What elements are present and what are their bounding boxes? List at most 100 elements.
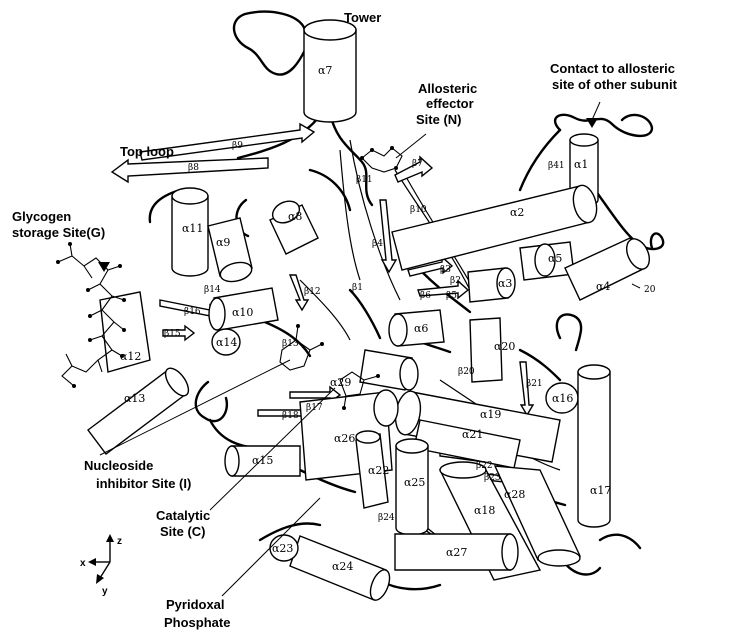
helix-a5 bbox=[519, 241, 575, 281]
label-a20: α20 bbox=[494, 340, 515, 353]
label-b7: β7 bbox=[412, 159, 423, 169]
top-loop-label: Top loop bbox=[120, 144, 174, 159]
pyridoxal-label-line2: Phosphate bbox=[164, 615, 230, 630]
label-b2: β2 bbox=[450, 276, 461, 286]
label-b16: β16 bbox=[184, 307, 201, 317]
label-b1: β1 bbox=[352, 283, 363, 293]
label-b14: β14 bbox=[204, 285, 221, 295]
helix-a20 bbox=[469, 317, 503, 383]
label-a17: α17 bbox=[590, 484, 611, 497]
label-a7: α7 bbox=[318, 64, 332, 77]
pyridoxal-label: Pyridoxal bbox=[166, 597, 225, 612]
helix-a19 bbox=[394, 390, 561, 463]
label-a16: α16 bbox=[552, 392, 573, 405]
glycogen-ligand bbox=[56, 242, 126, 388]
label-a1: α1 bbox=[574, 158, 588, 171]
helix-a6 bbox=[388, 309, 445, 347]
label-a28: α28 bbox=[504, 488, 525, 501]
label-b8: β8 bbox=[188, 163, 199, 173]
label-a12: α12 bbox=[120, 350, 141, 363]
allosteric-label-line2: effector bbox=[426, 96, 474, 111]
helices bbox=[87, 19, 651, 601]
nucleoside-label: Nucleoside bbox=[84, 458, 153, 473]
label-a8: α8 bbox=[288, 210, 302, 223]
label-b11: β11 bbox=[356, 175, 373, 185]
nucleoside-ligand bbox=[279, 324, 324, 371]
axis-y-label: y bbox=[102, 586, 108, 597]
allosteric-ligand bbox=[360, 146, 403, 173]
contact-label: Contact to allosteric bbox=[550, 61, 675, 76]
allosteric-label-line3: Site (N) bbox=[416, 112, 462, 127]
label-a3: α3 bbox=[498, 277, 512, 290]
label-a2: α2 bbox=[510, 206, 524, 219]
catalytic-label-line2: Site (C) bbox=[160, 524, 206, 539]
label-b23: β23 bbox=[484, 473, 501, 483]
label-a10: α10 bbox=[232, 306, 253, 319]
label-b24: β24 bbox=[378, 513, 395, 523]
helix-a11 bbox=[171, 187, 209, 277]
glycogen-label-line2: storage Site(G) bbox=[12, 225, 105, 240]
label-a9: α9 bbox=[216, 236, 230, 249]
helix-a15 bbox=[224, 445, 301, 477]
site-labels: Tower Contact to allosteric site of othe… bbox=[12, 10, 678, 630]
label-a6: α6 bbox=[414, 322, 428, 335]
label-a27: α27 bbox=[446, 546, 467, 559]
label-b15: β15 bbox=[164, 329, 181, 339]
label-b22: β22 bbox=[476, 461, 493, 471]
label-a25: α25 bbox=[404, 476, 425, 489]
label-b13: β13 bbox=[282, 339, 299, 349]
label-b17: β17 bbox=[306, 403, 323, 413]
label-b4: β4 bbox=[372, 239, 383, 249]
helix-a13 bbox=[87, 367, 190, 455]
label-b9: β9 bbox=[232, 141, 243, 151]
label-a23: α23 bbox=[272, 542, 293, 555]
label-a11: α11 bbox=[182, 222, 203, 235]
residue-20-label: 20 bbox=[644, 285, 656, 295]
strand-b9-arrow bbox=[139, 122, 316, 161]
catalytic-label: Catalytic bbox=[156, 508, 210, 523]
helix-a17 bbox=[577, 364, 611, 528]
helix-a2 bbox=[391, 184, 598, 271]
helix-a12 bbox=[99, 291, 151, 373]
label-b41: β41 bbox=[548, 161, 565, 171]
label-a4: α4 bbox=[596, 280, 610, 293]
allosteric-label: Allosteric bbox=[418, 81, 477, 96]
nucleoside-label-line2: inhibitor Site (I) bbox=[96, 476, 191, 491]
leader-lines bbox=[98, 101, 641, 597]
label-a14: α14 bbox=[216, 336, 237, 349]
helix-a8 bbox=[269, 200, 319, 255]
helix-a28 bbox=[493, 465, 582, 567]
label-a29: α29 bbox=[330, 376, 351, 389]
label-a24: α24 bbox=[332, 560, 353, 573]
label-a19: α19 bbox=[480, 408, 501, 421]
helix-labels: α7 α1 α2 α3 α4 α5 α6 α8 α9 α10 α11 α12 α… bbox=[120, 64, 611, 573]
label-b5: β5 bbox=[446, 291, 457, 301]
helix-a4 bbox=[564, 237, 651, 301]
helix-a22 bbox=[355, 430, 389, 509]
contact-label-line2: site of other subunit bbox=[552, 77, 678, 92]
label-b20: β20 bbox=[458, 367, 475, 377]
tower-label: Tower bbox=[344, 10, 381, 25]
glycogen-label: Glycogen bbox=[12, 209, 71, 224]
label-b6: β6 bbox=[420, 291, 431, 301]
label-a15: α15 bbox=[252, 454, 273, 467]
helix-a3 bbox=[467, 267, 516, 303]
label-a5: α5 bbox=[548, 252, 562, 265]
helix-a9 bbox=[207, 217, 253, 283]
strand-labels: β1 β2 β3 β4 β5 β6 β7 β8 β9 β10 β11 β12 β… bbox=[164, 141, 565, 523]
label-a21: α21 bbox=[462, 428, 483, 441]
label-b10: β10 bbox=[410, 205, 427, 215]
helix-a29 bbox=[359, 349, 419, 391]
label-b12: β12 bbox=[304, 287, 321, 297]
label-a18: α18 bbox=[474, 504, 495, 517]
catalytic-ligand bbox=[339, 371, 380, 410]
helix-a10 bbox=[208, 287, 279, 331]
axis-x-label: x bbox=[80, 558, 86, 569]
axis-z-label: z bbox=[117, 536, 122, 547]
label-a13: α13 bbox=[124, 392, 145, 405]
label-b3: β3 bbox=[440, 265, 451, 275]
tower-loop bbox=[232, 10, 307, 76]
strand-b8-arrow bbox=[110, 157, 269, 184]
helix-a27 bbox=[394, 533, 519, 571]
